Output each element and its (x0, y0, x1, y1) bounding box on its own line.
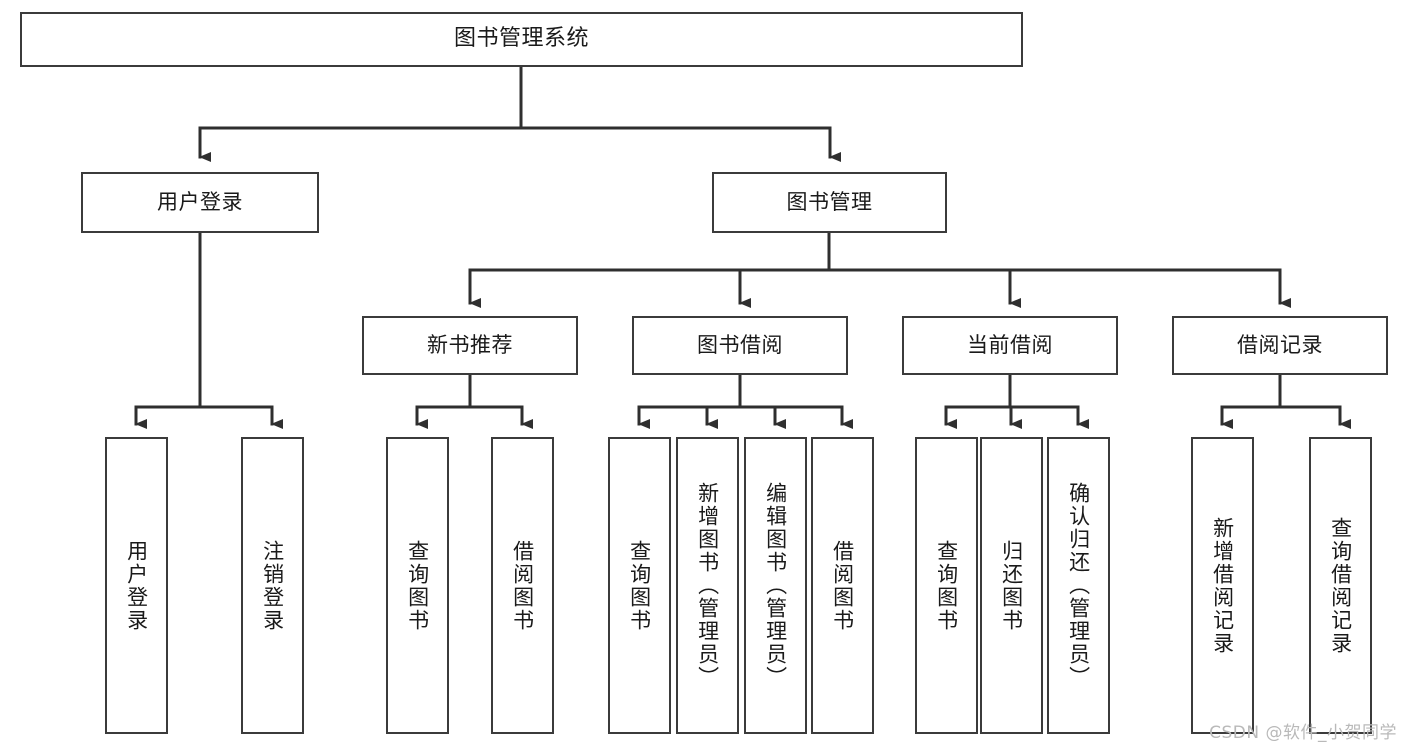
node-label: 用户登录 (157, 190, 243, 215)
node-user-login[interactable]: 用户登录 (81, 172, 319, 233)
node-label: 用户登录 (124, 539, 149, 632)
node-label: 查询图书 (627, 539, 652, 632)
node-label: 借阅图书 (830, 539, 855, 632)
leaf-record-add-record[interactable]: 新增借阅记录 (1191, 437, 1254, 734)
node-book-borrow[interactable]: 图书借阅 (632, 316, 848, 375)
node-label: 借阅图书 (510, 539, 535, 632)
node-label: 当前借阅 (967, 333, 1053, 358)
node-book-management[interactable]: 图书管理 (712, 172, 947, 233)
leaf-current-return-book[interactable]: 归还图书 (980, 437, 1043, 734)
node-label: 查询图书 (934, 539, 959, 632)
node-label: 确认归还（管理员） (1066, 482, 1091, 689)
node-new-book-recommend[interactable]: 新书推荐 (362, 316, 578, 375)
node-label: 新增图书（管理员） (695, 482, 720, 689)
leaf-recommend-borrow-book[interactable]: 借阅图书 (491, 437, 554, 734)
leaf-current-confirm-return-admin[interactable]: 确认归还（管理员） (1047, 437, 1110, 734)
node-label: 归还图书 (999, 539, 1024, 632)
node-label: 查询借阅记录 (1328, 516, 1353, 655)
leaf-borrow-edit-book-admin[interactable]: 编辑图书（管理员） (744, 437, 807, 734)
leaf-record-query-record[interactable]: 查询借阅记录 (1309, 437, 1372, 734)
node-label: 借阅记录 (1237, 333, 1323, 358)
node-label: 查询图书 (405, 539, 430, 632)
node-label: 图书管理系统 (453, 26, 589, 52)
leaf-borrow-add-book-admin[interactable]: 新增图书（管理员） (676, 437, 739, 734)
node-label: 新书推荐 (427, 333, 513, 358)
leaf-user-login[interactable]: 用户登录 (105, 437, 168, 734)
watermark: CSDN @软件_小贺同学 (1209, 723, 1397, 743)
node-root-system[interactable]: 图书管理系统 (20, 12, 1023, 67)
leaf-borrow-borrow-book[interactable]: 借阅图书 (811, 437, 874, 734)
leaf-current-query-book[interactable]: 查询图书 (915, 437, 978, 734)
leaf-recommend-query-book[interactable]: 查询图书 (386, 437, 449, 734)
node-label: 图书借阅 (697, 333, 783, 358)
node-borrow-record[interactable]: 借阅记录 (1172, 316, 1388, 375)
node-current-borrow[interactable]: 当前借阅 (902, 316, 1118, 375)
leaf-borrow-query-book[interactable]: 查询图书 (608, 437, 671, 734)
node-label: 图书管理 (786, 190, 873, 215)
node-label: 编辑图书（管理员） (763, 482, 788, 689)
node-label: 注销登录 (260, 539, 285, 632)
leaf-user-logout[interactable]: 注销登录 (241, 437, 304, 734)
node-label: 新增借阅记录 (1210, 516, 1235, 655)
